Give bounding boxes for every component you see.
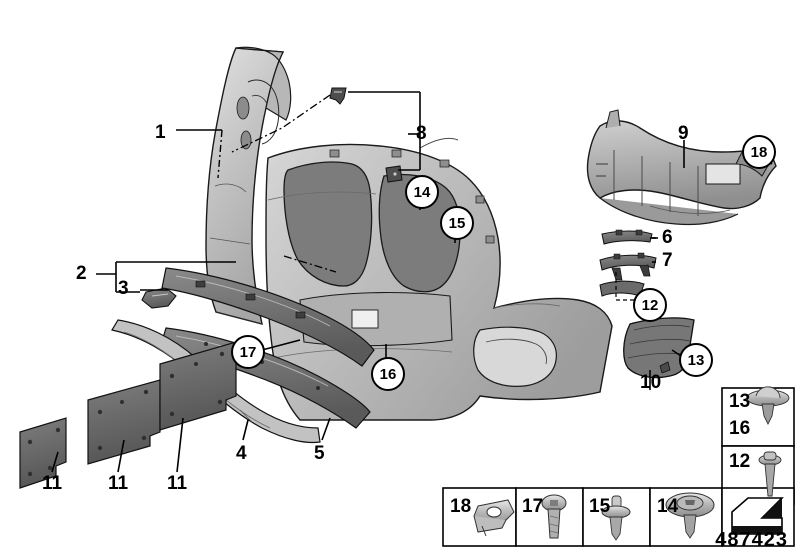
diagram-number: 487423 [715, 529, 788, 551]
callout-11-left: 11 [42, 473, 63, 494]
legend-num-17: 17 [522, 496, 544, 517]
callout-2: 2 [76, 263, 87, 284]
part-10-side-trim-cover [623, 317, 695, 379]
direction-arrow-icon [731, 497, 784, 535]
callout-circle-16: 16 [371, 357, 405, 391]
callout-8: 8 [416, 123, 427, 144]
fastener-spring-clip-icon [473, 499, 515, 537]
fastener-flange-screw-icon [758, 451, 782, 497]
callout-9: 9 [678, 123, 689, 144]
legend-num-15: 15 [589, 496, 611, 517]
callout-11-mid: 11 [108, 473, 129, 494]
callout-11-right: 11 [167, 473, 188, 494]
callout-circle-15: 15 [440, 206, 474, 240]
part-7-lower-guide-strip [599, 252, 657, 281]
callout-circle-13: 13 [679, 343, 713, 377]
part-11-absorber-pad-left [19, 417, 67, 489]
part-2-upper-rail [161, 267, 375, 367]
fastener-washer-screw-icon [665, 492, 715, 539]
callout-5: 5 [314, 443, 325, 464]
legend-num-12: 12 [729, 451, 751, 472]
callout-circle-18: 18 [742, 135, 776, 169]
legend-num-16: 16 [729, 418, 751, 439]
legend-num-18: 18 [450, 496, 472, 517]
fastener-expansion-rivet-icon [601, 495, 631, 541]
fastener-torx-screw-icon [541, 494, 567, 539]
callout-circle-14: 14 [405, 175, 439, 209]
callout-6: 6 [662, 227, 673, 248]
callout-circle-12: 12 [633, 288, 667, 322]
part-1-bumper-trim-panel [205, 46, 292, 325]
fastener-push-rivet-icon [746, 386, 790, 426]
callout-10: 10 [640, 372, 662, 393]
callout-circle-17: 17 [231, 335, 265, 369]
part-6-upper-guide-strip [601, 229, 653, 245]
callout-3: 3 [118, 278, 129, 299]
callout-7: 7 [662, 250, 673, 271]
callout-1: 1 [155, 122, 166, 143]
legend-num-13: 13 [729, 391, 751, 412]
legend-num-14: 14 [657, 496, 679, 517]
callout-4: 4 [236, 443, 247, 464]
